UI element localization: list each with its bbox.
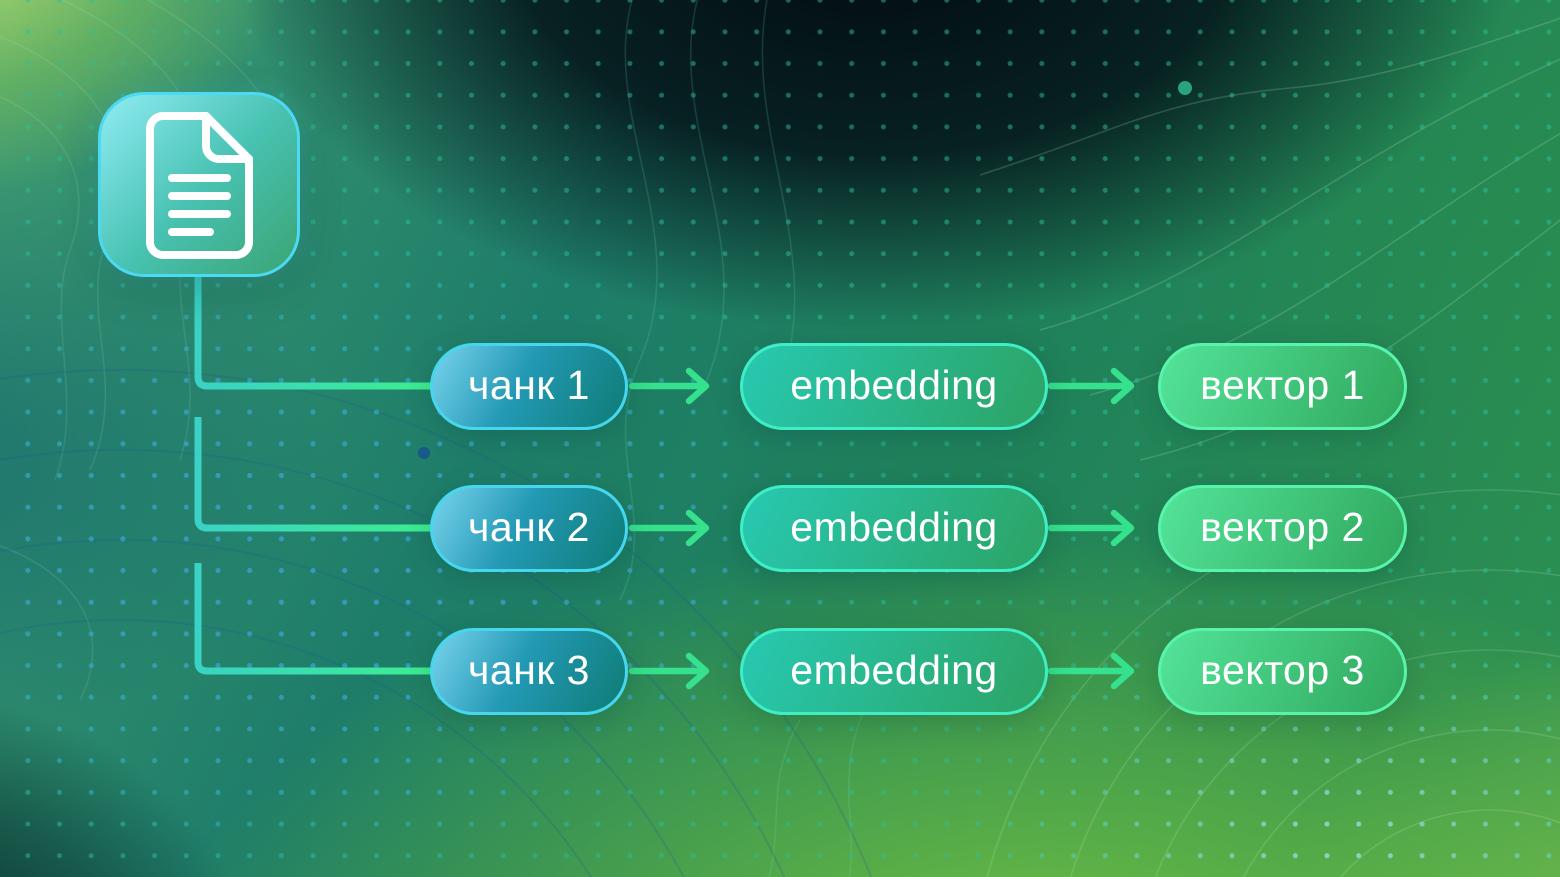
embedding-node-2: embedding [740,485,1048,572]
chunk-node-3: чанк 3 [430,628,628,715]
embedding-node-1-label: embedding [790,362,998,408]
chunk-node-2: чанк 2 [430,485,628,572]
embedding-node-2-label: embedding [790,504,998,550]
embedding-node-3: embedding [740,628,1048,715]
chunk-node-1: чанк 1 [430,343,628,430]
chunk-node-2-label: чанк 2 [468,504,590,550]
vector-node-3: вектор 3 [1158,628,1407,715]
document-icon-box [98,92,300,277]
vector-node-1-label: вектор 1 [1200,362,1365,408]
chunk-node-1-label: чанк 1 [468,362,590,408]
vector-node-2: вектор 2 [1158,485,1407,572]
embedding-node-3-label: embedding [790,647,998,693]
vector-node-1: вектор 1 [1158,343,1407,430]
vector-node-2-label: вектор 2 [1200,504,1365,550]
embedding-node-1: embedding [740,343,1048,430]
document-icon [145,111,253,259]
vector-node-3-label: вектор 3 [1200,647,1365,693]
chunk-node-3-label: чанк 3 [468,647,590,693]
